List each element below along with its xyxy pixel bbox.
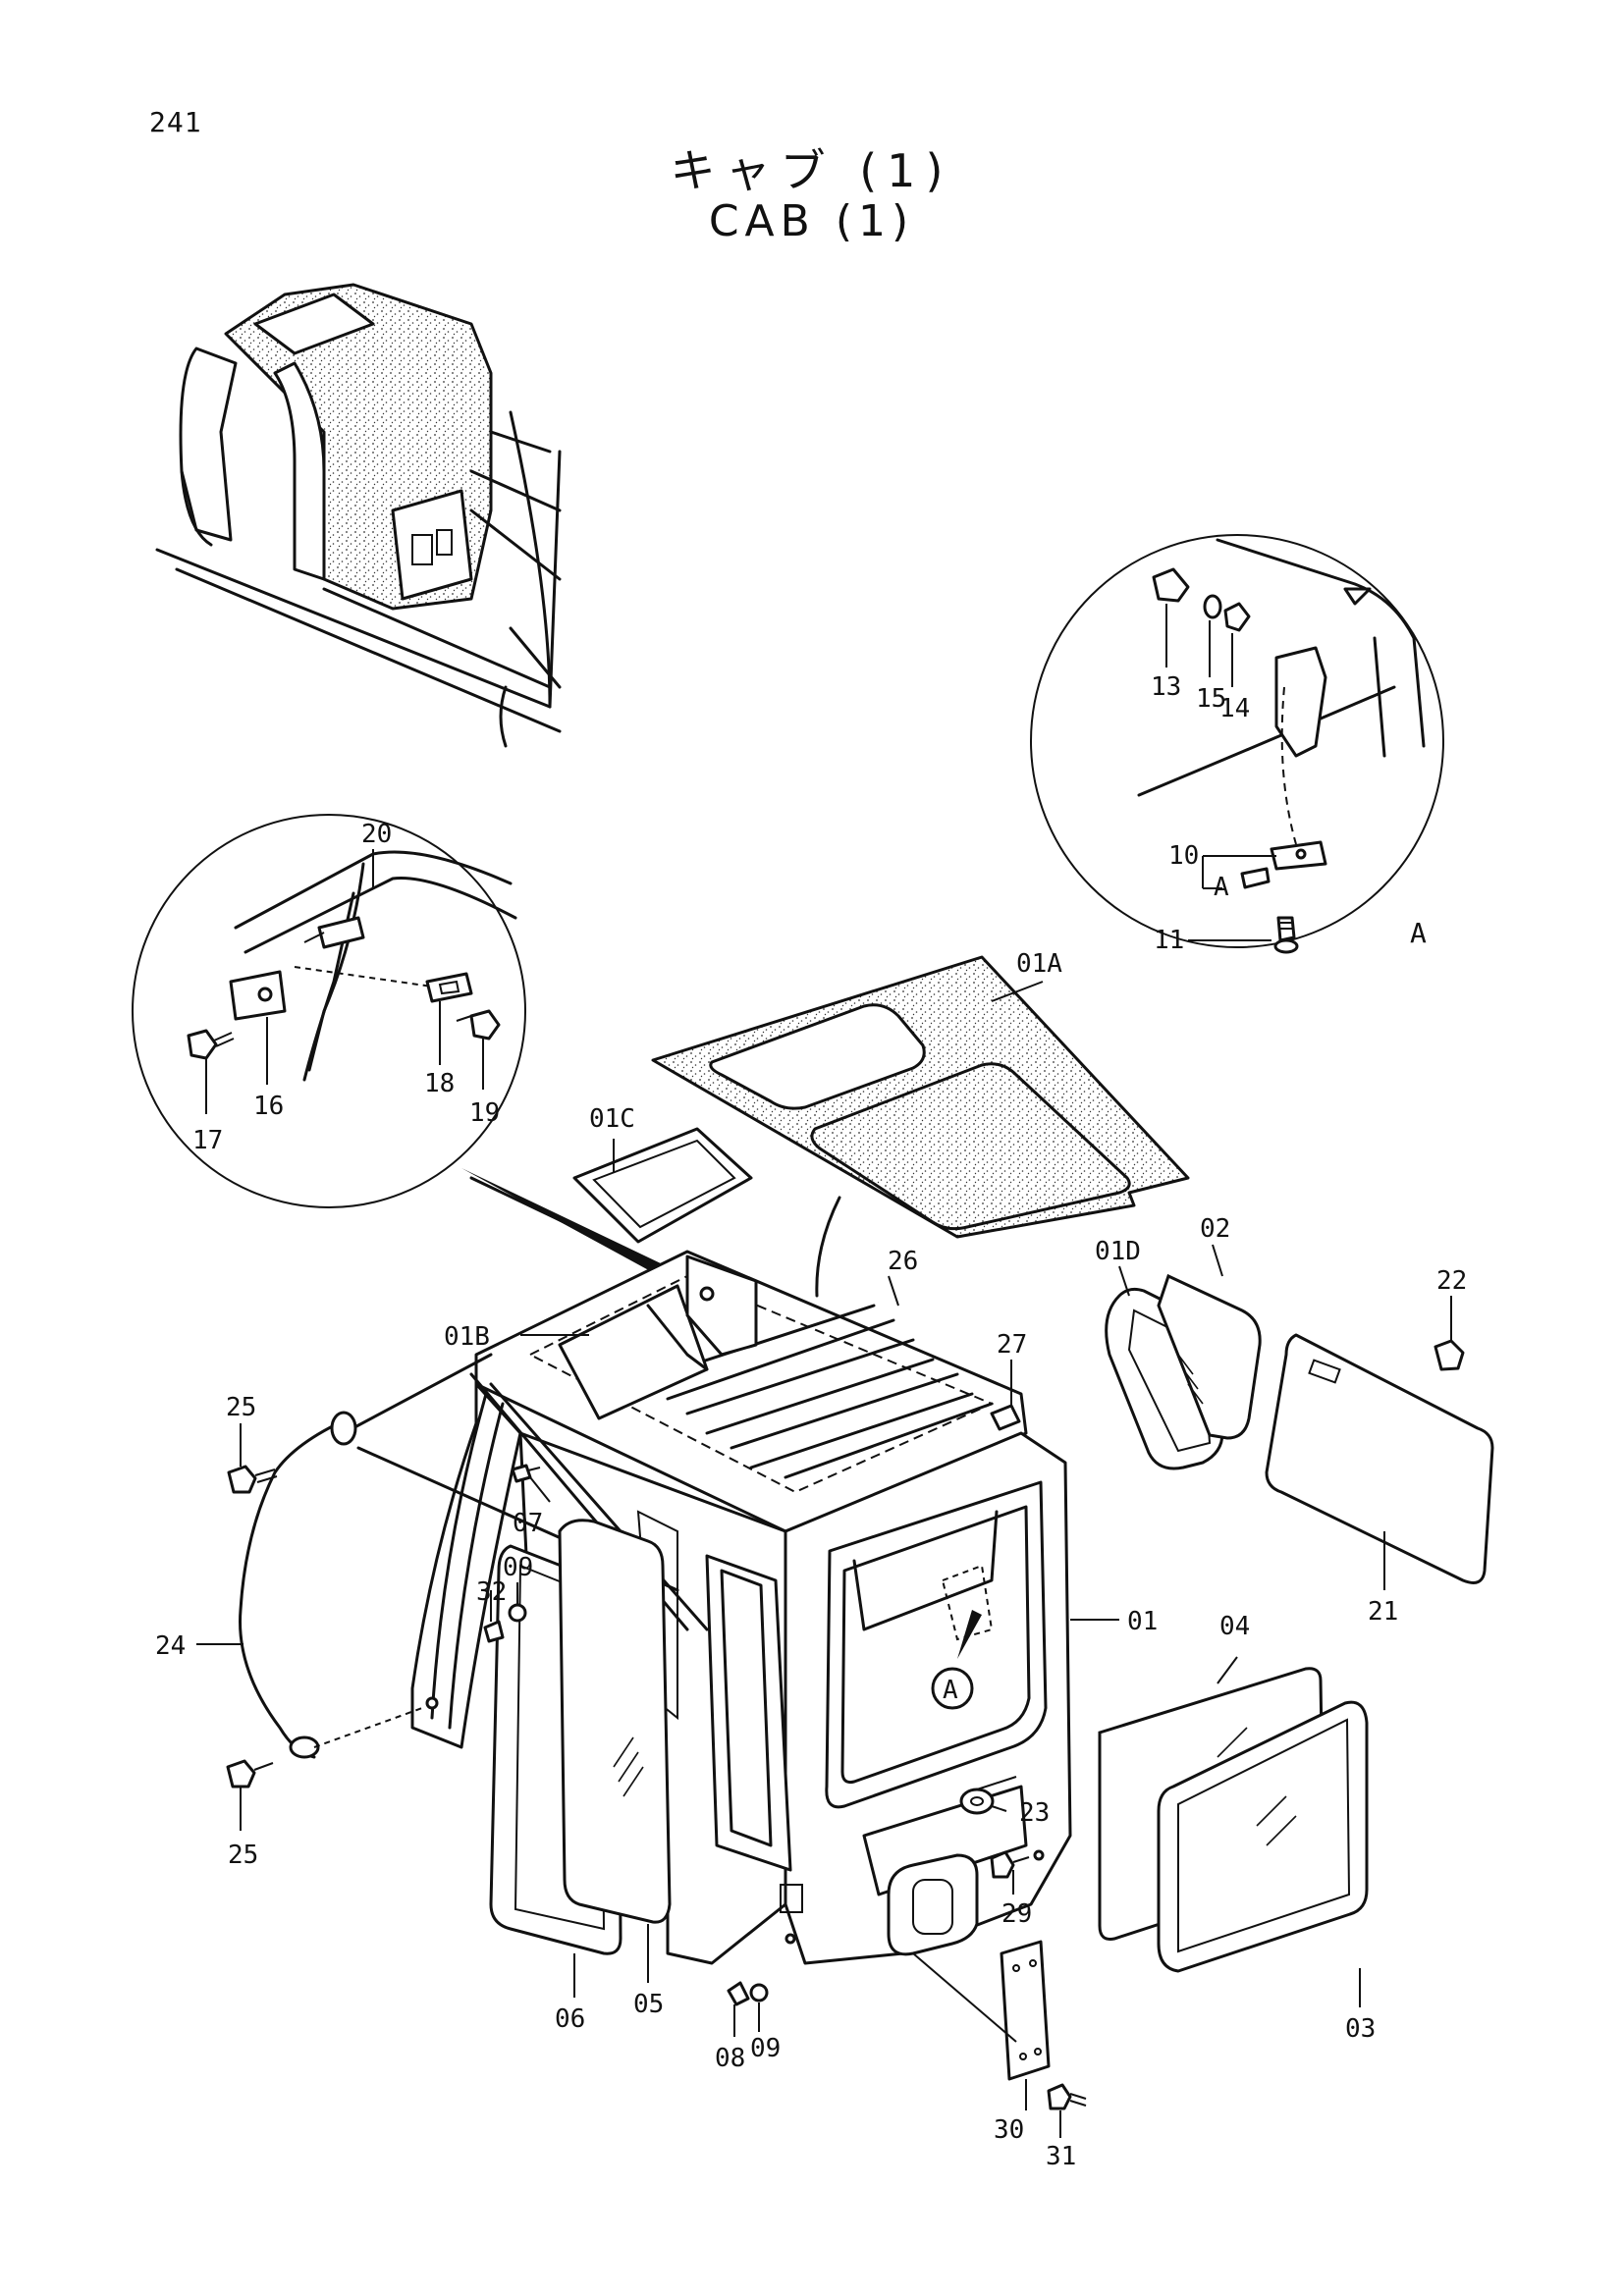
page-number: 241 xyxy=(149,106,202,138)
callout-24: 24 xyxy=(155,1631,186,1661)
screw-07 xyxy=(511,1464,551,1503)
callout-leaders xyxy=(196,1244,1361,2007)
bolt-29 xyxy=(990,1849,1045,1895)
title-japanese: キャブ (1) xyxy=(670,144,953,197)
callout-08: 08 xyxy=(715,2044,745,2073)
bolt-31 xyxy=(1047,2083,1087,2138)
callout-06: 06 xyxy=(555,2004,585,2034)
side-panel-21 xyxy=(1265,1333,1494,1590)
callout-01D: 01D xyxy=(1095,1237,1141,1266)
callout-02: 02 xyxy=(1200,1214,1230,1244)
machine-overview xyxy=(155,283,562,748)
handrail-24 xyxy=(239,1353,709,1759)
callout-16: 16 xyxy=(253,1092,284,1121)
callout-17: 17 xyxy=(192,1126,223,1155)
callout-27: 27 xyxy=(997,1330,1027,1360)
callout-26: 26 xyxy=(888,1247,918,1276)
callout-10: 10 xyxy=(1168,841,1199,871)
circle-a-mark: A xyxy=(943,1676,958,1705)
callout-21: 21 xyxy=(1368,1597,1398,1627)
callout-15: 15 xyxy=(1196,684,1226,714)
callout-01B: 01B xyxy=(444,1322,490,1352)
pin-32 xyxy=(483,1590,505,1643)
cover-plate-30 xyxy=(912,1940,1051,2110)
callout-19: 19 xyxy=(469,1098,500,1128)
detail-hinge-circle xyxy=(132,814,526,1208)
callout-01C: 01C xyxy=(589,1104,635,1134)
detail-a-sub-mark: A xyxy=(1214,873,1229,902)
roof-panel-01A xyxy=(651,955,1190,1239)
callout-29: 29 xyxy=(1001,1899,1032,1929)
washer-09-lower xyxy=(749,1983,769,2032)
pin-08 xyxy=(727,1981,750,2037)
front-frame-03 xyxy=(1157,1700,1369,1973)
bracket-27 xyxy=(990,1360,1021,1431)
callout-13: 13 xyxy=(1151,672,1181,702)
bolt-25-upper xyxy=(227,1423,278,1494)
callout-32: 32 xyxy=(476,1577,507,1607)
washer-09-upper xyxy=(508,1582,527,1623)
callout-09-lower: 09 xyxy=(750,2034,781,2063)
callout-22: 22 xyxy=(1436,1266,1467,1296)
callout-01A: 01A xyxy=(1016,949,1062,979)
callout-31: 31 xyxy=(1046,2142,1076,2171)
callout-09-upper: 09 xyxy=(503,1553,533,1582)
detail-a-circle xyxy=(1030,534,1444,954)
callout-20: 20 xyxy=(361,820,392,849)
rear-glass-02 xyxy=(1157,1273,1262,1440)
bolt-22 xyxy=(1434,1296,1465,1371)
callout-18: 18 xyxy=(424,1069,455,1098)
callout-04: 04 xyxy=(1219,1612,1250,1641)
detail-a-label: A xyxy=(1410,917,1427,949)
callout-30: 30 xyxy=(994,2115,1024,2145)
callout-11: 11 xyxy=(1154,926,1184,955)
callout-25-upper: 25 xyxy=(226,1393,256,1422)
callout-05: 05 xyxy=(633,1990,664,2019)
callout-01: 01 xyxy=(1127,1607,1158,1636)
bolt-25-lower xyxy=(226,1759,274,1831)
grommet-23 xyxy=(959,1776,1017,1815)
callout-03: 03 xyxy=(1345,2014,1376,2044)
callout-14: 14 xyxy=(1219,694,1250,723)
title-english: CAB (1) xyxy=(708,196,915,246)
callout-23: 23 xyxy=(1019,1798,1050,1828)
callout-25-lower: 25 xyxy=(228,1841,258,1870)
seal-01C xyxy=(572,1127,753,1244)
callout-07: 07 xyxy=(513,1509,543,1538)
side-glass-05 xyxy=(558,1519,672,1924)
